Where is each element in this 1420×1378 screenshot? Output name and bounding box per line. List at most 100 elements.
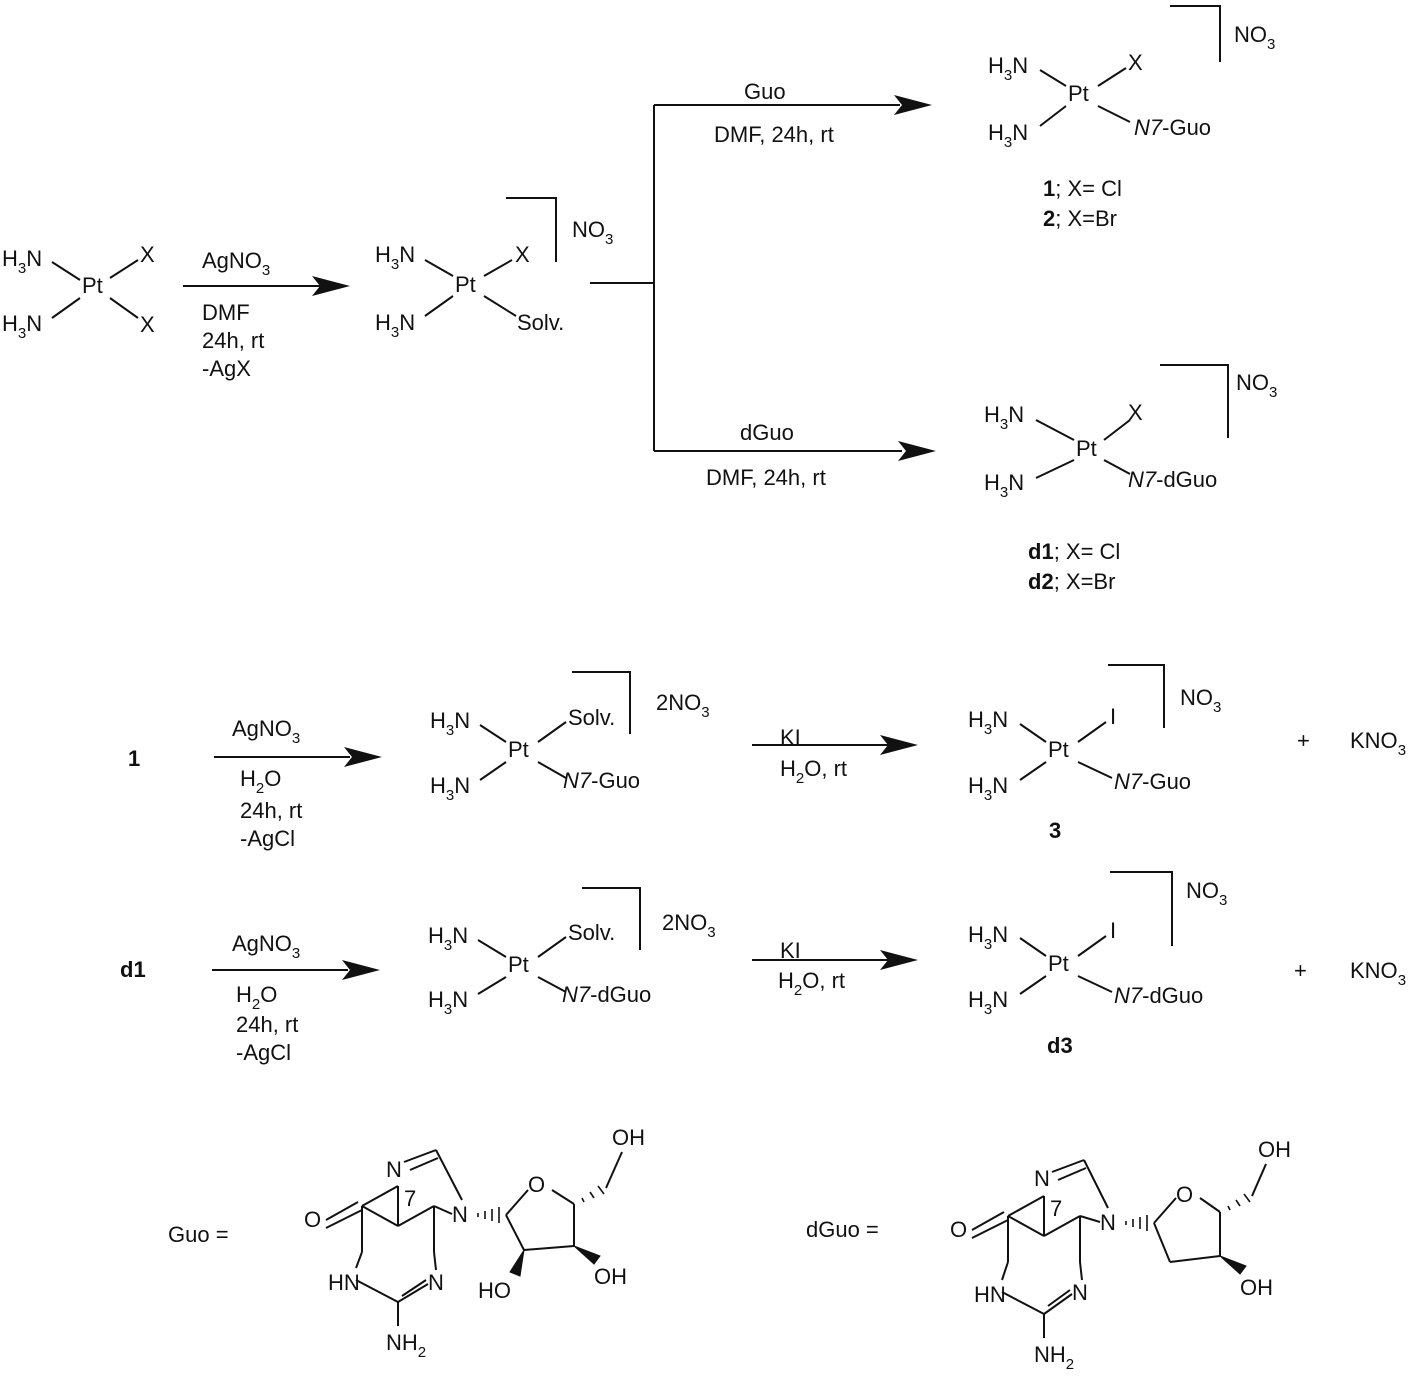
nh3-bottom-label: H3N xyxy=(988,120,1028,151)
guanosine-structure: Guo = O N 7 N HN N NH2 O OH HO OH xyxy=(168,1125,645,1361)
atom-hn: HN xyxy=(328,1270,360,1295)
atom-n9: N xyxy=(452,1202,468,1227)
iodo-label: I xyxy=(1110,918,1116,943)
nh3-bottom-label: H3N xyxy=(984,470,1024,501)
compound-1-label: 1; X= Cl xyxy=(1043,176,1122,201)
wedge-bond xyxy=(1219,1255,1247,1275)
branch-arrows: Guo DMF, 24h, rt dGuo DMF, 24h, rt xyxy=(590,79,936,490)
hashed-bond xyxy=(581,1185,605,1203)
pt-label: Pt xyxy=(1048,951,1069,976)
condition-time: 24h, rt xyxy=(202,328,264,353)
atom-oh-5: OH xyxy=(1258,1137,1291,1162)
atom-o-ring: O xyxy=(528,1172,545,1197)
compound-d1-label: d1; X= Cl xyxy=(1028,539,1120,564)
pt-label: Pt xyxy=(1048,737,1069,762)
hashed-bond xyxy=(1227,1193,1251,1211)
pt-label: Pt xyxy=(455,272,476,297)
solvated-intermediate: H3N H3N Pt X Solv. NO3 xyxy=(375,197,613,341)
start-complex: H3N H3N Pt X X xyxy=(2,242,155,342)
atom-n: N xyxy=(1034,1166,1050,1191)
reagent-ki: KI xyxy=(780,725,801,750)
bond xyxy=(51,297,81,319)
atom-oh-5: OH xyxy=(612,1125,645,1150)
atom-o-ring: O xyxy=(1176,1182,1193,1207)
atom-ho-2: HO xyxy=(478,1278,511,1303)
dguo-definition-label: dGuo = xyxy=(806,1217,879,1242)
x-label: X xyxy=(1128,50,1143,75)
charge-bracket xyxy=(582,887,641,950)
reagent-ki: KI xyxy=(780,938,801,963)
charge-bracket xyxy=(572,671,631,734)
compound-2-label: 2; X=Br xyxy=(1043,206,1117,231)
pt-label: Pt xyxy=(1068,81,1089,106)
pt-label: Pt xyxy=(82,273,103,298)
nh3-top-label: H3N xyxy=(430,708,470,739)
charge-bracket xyxy=(1160,364,1229,438)
counterion-no3: NO3 xyxy=(1186,878,1227,909)
condition-time: 24h, rt xyxy=(236,1012,298,1037)
pt-label: Pt xyxy=(508,952,529,977)
compound-d3-label: d3 xyxy=(1047,1033,1073,1058)
nh3-bottom-label: H3N xyxy=(2,311,42,342)
n7-guo-label: N7-Guo xyxy=(563,768,640,793)
condition-h2o-rt: H2O, rt xyxy=(778,968,845,999)
row-compound-1: 1 AgNO3 H2O 24h, rt -AgCl H3N H3N Pt Sol… xyxy=(128,664,1406,851)
condition-dmf: DMF xyxy=(202,300,250,325)
reagent-agno3: AgNO3 xyxy=(232,931,300,962)
condition-dguo: DMF, 24h, rt xyxy=(706,465,826,490)
byproduct-kno3: KNO3 xyxy=(1350,728,1406,759)
compound-3-label: 3 xyxy=(1049,818,1061,843)
guo-definition-label: Guo = xyxy=(168,1222,229,1247)
condition-guo: DMF, 24h, rt xyxy=(714,122,834,147)
nh3-bottom-label: H3N xyxy=(428,987,468,1018)
nh3-top-label: H3N xyxy=(984,402,1024,433)
x-label: X xyxy=(1128,400,1143,425)
x-bottom-label: X xyxy=(140,312,155,337)
nh3-top-label: H3N xyxy=(375,242,415,273)
atom-oh-3: OH xyxy=(594,1264,627,1289)
n7-dguo-label: N7-dGuo xyxy=(1114,983,1203,1008)
start-compound-1: 1 xyxy=(128,746,140,771)
n7-guo-label: N7-Guo xyxy=(1134,115,1211,140)
row-compound-d1: d1 AgNO3 H2O 24h, rt -AgCl H3N H3N Pt So… xyxy=(120,871,1406,1065)
reagent-agno3: AgNO3 xyxy=(202,248,270,279)
counterion-no3: NO3 xyxy=(1234,22,1275,53)
charge-bracket xyxy=(1108,664,1165,728)
plus-sign: + xyxy=(1297,728,1310,753)
bond xyxy=(51,261,81,281)
charge-bracket xyxy=(1170,5,1221,62)
pt-label: Pt xyxy=(1076,436,1097,461)
product-d1-d2: H3N H3N Pt X N7-dGuo NO3 d1; X= Cl d2; X… xyxy=(984,364,1277,594)
condition-agx: -AgX xyxy=(202,356,251,381)
atom-n3: N xyxy=(1072,1280,1088,1305)
wedge-bond xyxy=(509,1249,525,1277)
position-7-label: 7 xyxy=(1050,1196,1062,1221)
nh3-bottom-label: H3N xyxy=(375,310,415,341)
arrow-1: AgNO3 DMF 24h, rt -AgX xyxy=(183,248,350,381)
reagent-agno3: AgNO3 xyxy=(232,716,300,747)
nh3-bottom-label: H3N xyxy=(968,987,1008,1018)
x-top-label: X xyxy=(140,242,155,267)
reagent-guo: Guo xyxy=(744,79,786,104)
counterion-no3: NO3 xyxy=(1236,370,1277,401)
atom-hn: HN xyxy=(974,1282,1006,1307)
reagent-dguo: dGuo xyxy=(740,420,794,445)
atom-nh2: NH2 xyxy=(386,1330,426,1361)
nh3-top-label: H3N xyxy=(428,923,468,954)
atom-o: O xyxy=(304,1207,321,1232)
hashed-bond xyxy=(477,1207,500,1223)
solv-label: Solv. xyxy=(568,920,615,945)
nh3-top-label: H3N xyxy=(988,53,1028,84)
atom-n9: N xyxy=(1100,1210,1116,1235)
condition-h2o-rt: H2O, rt xyxy=(780,756,847,787)
charge-bracket xyxy=(1110,871,1173,946)
atom-n3: N xyxy=(428,1270,444,1295)
hashed-bond xyxy=(1125,1215,1148,1231)
nh3-bottom-label: H3N xyxy=(430,773,470,804)
n7-dguo-label: N7-dGuo xyxy=(562,982,651,1007)
condition-agcl: -AgCl xyxy=(240,826,295,851)
start-compound-d1: d1 xyxy=(120,957,146,982)
atom-oh-3: OH xyxy=(1240,1275,1273,1300)
nh3-bottom-label: H3N xyxy=(968,773,1008,804)
